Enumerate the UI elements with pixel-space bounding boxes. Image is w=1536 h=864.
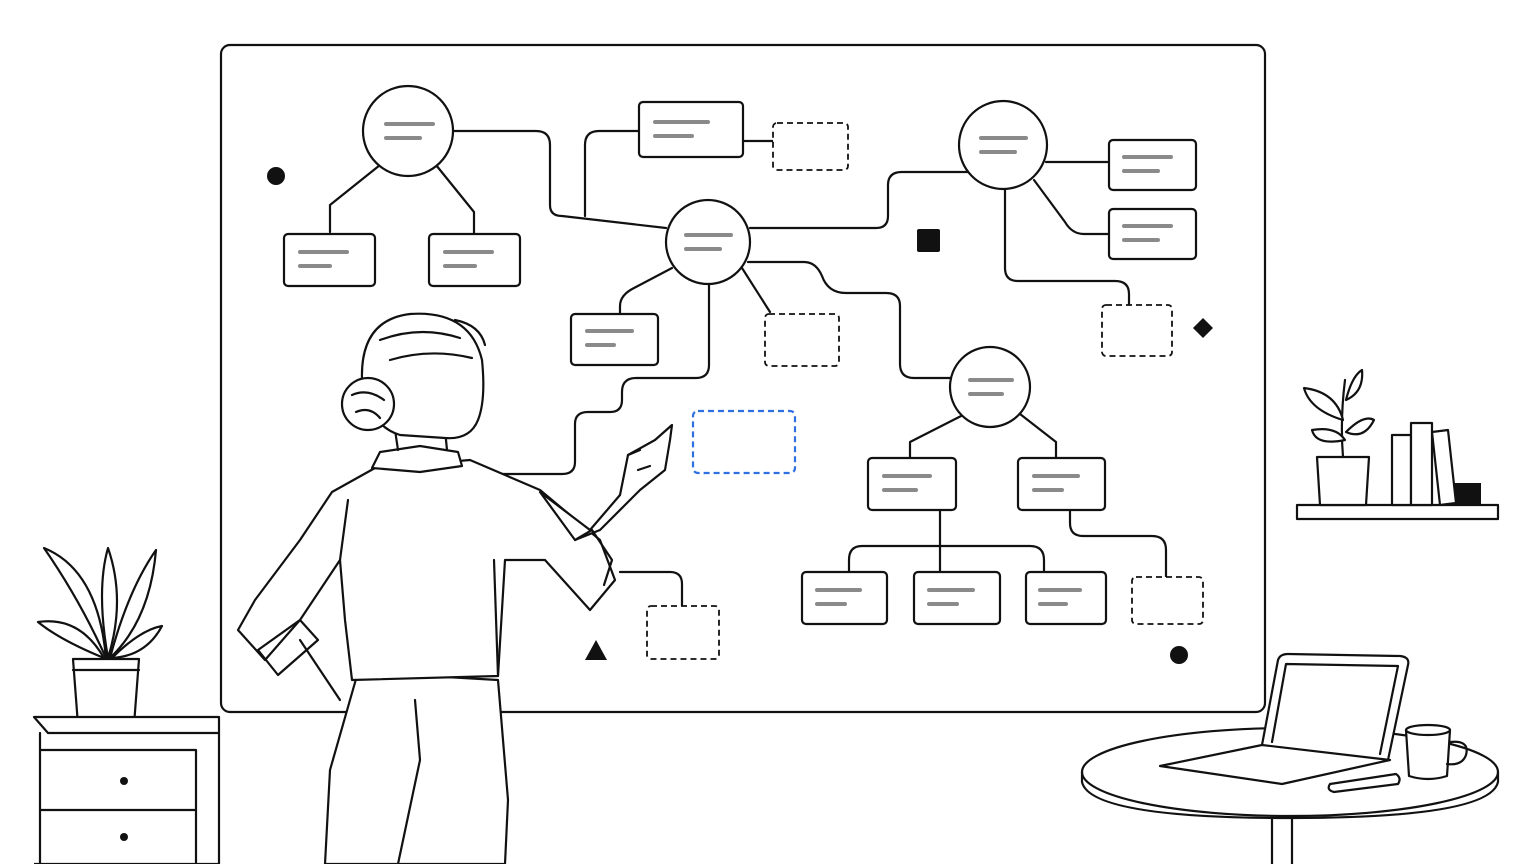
card-bottom-2 <box>912 570 1002 626</box>
card-bottom-3 <box>1024 570 1108 626</box>
empty-slot-center <box>764 313 840 367</box>
person <box>236 312 674 864</box>
card-right-1 <box>1107 138 1198 192</box>
connector-lines <box>328 129 1168 608</box>
card-bottom-1 <box>800 570 889 626</box>
card-left-1 <box>282 232 377 288</box>
card-right-2 <box>1107 207 1198 261</box>
dot-shape <box>1170 646 1188 664</box>
card-left-2 <box>427 232 522 288</box>
dresser <box>32 715 221 864</box>
card-top-center <box>637 100 745 159</box>
mindmap-node-topleft <box>361 84 455 178</box>
empty-slot-right <box>1101 304 1173 357</box>
empty-slot-highlighted <box>691 409 797 475</box>
card-center-left <box>569 312 660 367</box>
mindmap-node-topright <box>957 99 1049 191</box>
laptop <box>1158 652 1410 786</box>
triangle-shape <box>585 640 607 660</box>
square-shape <box>917 229 940 252</box>
mindmap-node-lowerright <box>948 345 1032 429</box>
empty-slot-bottom-right <box>1131 576 1204 625</box>
empty-slot-top <box>772 122 849 171</box>
mindmap-node-center <box>664 198 752 286</box>
dot-shape <box>267 167 285 185</box>
card-lowerright-1 <box>866 456 958 512</box>
empty-slot-bottom-left <box>646 605 720 660</box>
card-lowerright-2 <box>1016 456 1107 512</box>
plant-left <box>36 546 164 727</box>
pen <box>1327 772 1401 794</box>
diamond-shape <box>1193 318 1213 338</box>
coffee-mug <box>1404 723 1468 781</box>
wall-shelf <box>1295 368 1500 521</box>
